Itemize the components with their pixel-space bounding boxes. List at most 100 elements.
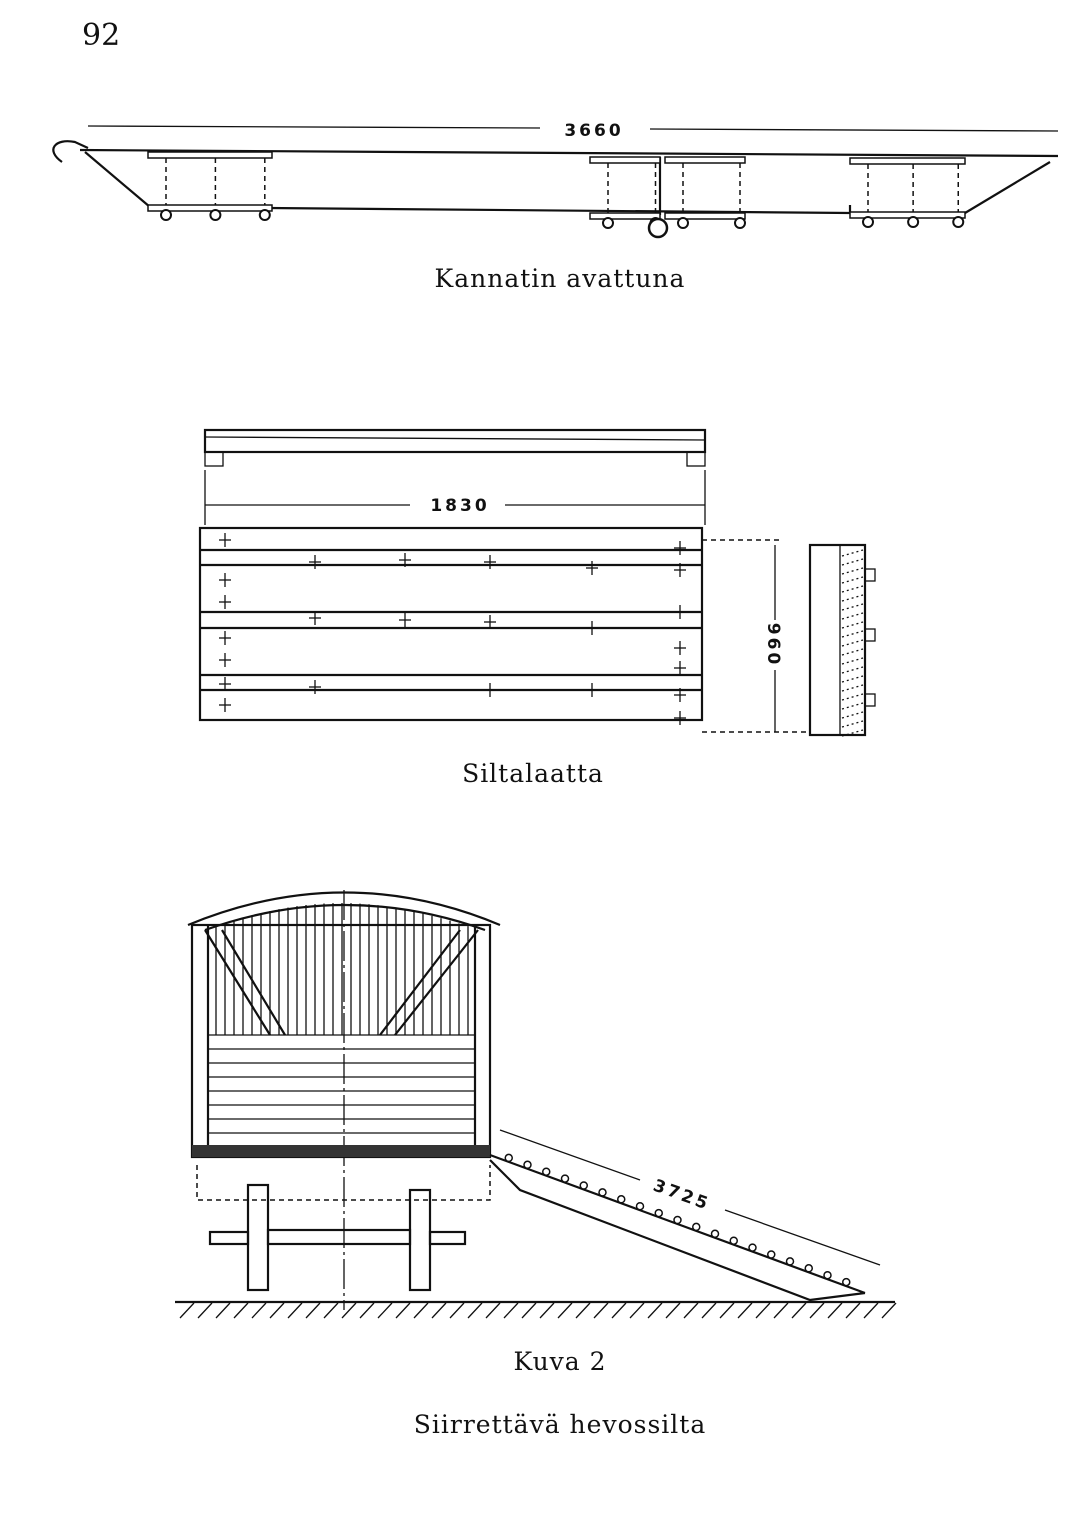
ramp-bolt-icon <box>729 1236 738 1245</box>
section-hatch <box>841 567 864 575</box>
hatched-plate <box>849 157 966 165</box>
ramp-bolt-icon <box>598 1188 607 1197</box>
hatched-plate <box>664 156 746 164</box>
ramp-bolt-icon <box>767 1250 776 1259</box>
hatched-plate <box>147 151 273 159</box>
ground-hatch <box>701 1302 717 1319</box>
bolt-head <box>864 628 876 642</box>
ramp-bolt-icon <box>504 1153 513 1163</box>
section-hatch <box>841 585 864 593</box>
section-hatch <box>841 684 864 692</box>
ramp-bolt-icon <box>560 1174 570 1183</box>
hinge-icon <box>647 217 669 239</box>
section-hatch <box>841 693 864 701</box>
bolt-head <box>864 568 876 582</box>
ground-hatch <box>359 1302 375 1319</box>
section-hatch <box>841 558 864 566</box>
ground-hatch <box>467 1302 483 1319</box>
ground-hatch <box>341 1302 357 1319</box>
ground-hatch <box>539 1302 555 1319</box>
section-hatch <box>841 594 864 602</box>
ground-hatch <box>557 1302 573 1319</box>
bolt-head <box>864 693 876 707</box>
bolt-icon <box>952 216 965 228</box>
ground-hatch <box>395 1302 411 1319</box>
ground-hatch <box>575 1302 591 1319</box>
section-hatch <box>841 603 864 611</box>
ramp-bolt-icon <box>542 1167 551 1176</box>
ground-hatch <box>305 1302 321 1319</box>
page-number: 92 <box>82 18 120 53</box>
section-hatch <box>841 675 864 683</box>
figure-beam-unfolded: 3660 <box>52 121 1059 239</box>
ramp-bolt-icon <box>654 1208 663 1218</box>
bolt-icon <box>907 216 920 228</box>
ground-hatch <box>593 1302 609 1319</box>
section-hatch <box>841 576 864 584</box>
ramp-bolt-icon <box>748 1243 757 1252</box>
ground-hatch <box>683 1302 699 1319</box>
ground-hatch <box>521 1302 537 1319</box>
ground-hatch <box>269 1302 285 1319</box>
bolt-icon <box>734 217 746 229</box>
ground-hatch <box>755 1302 771 1319</box>
section-hatch <box>841 639 864 647</box>
bolt-icon <box>862 216 874 228</box>
dimension-3660: 3660 <box>564 121 623 141</box>
ramp-bolt-icon <box>673 1215 682 1225</box>
bolt-icon <box>258 209 271 221</box>
section-hatch <box>841 720 864 728</box>
hatched-plate <box>589 156 661 164</box>
section-hatch <box>841 729 864 737</box>
hook <box>52 140 89 163</box>
ground-hatch <box>413 1302 429 1319</box>
bolt-icon <box>602 217 614 229</box>
ground-hatch <box>647 1302 663 1319</box>
bolt-icon <box>160 209 172 221</box>
ramp-bolt-icon <box>523 1160 532 1170</box>
ground-hatch <box>863 1302 879 1319</box>
ground-hatch <box>881 1302 897 1319</box>
dimension-1830: 1830 <box>430 496 489 516</box>
ground-hatch <box>485 1302 501 1319</box>
ground-hatch <box>287 1302 303 1319</box>
ramp-bolt-icon <box>635 1201 645 1211</box>
section-hatch <box>841 612 864 620</box>
section-hatch <box>841 648 864 656</box>
ground-hatch <box>215 1302 231 1319</box>
caption-siltalaatta: Siltalaatta <box>462 759 604 788</box>
ground-hatch <box>251 1302 267 1319</box>
ramp-bolt-icon <box>617 1195 626 1204</box>
section-hatch <box>841 702 864 710</box>
bolt-icon <box>209 209 222 221</box>
bolt-icon <box>677 217 689 229</box>
ground-hatch <box>773 1302 789 1319</box>
section-hatch <box>841 549 864 557</box>
figure-bridge-plate: 1830 960 <box>198 428 876 737</box>
section-hatch <box>841 657 864 665</box>
ground-hatch <box>449 1302 465 1319</box>
caption-kannatin: Kannatin avattuna <box>435 264 686 293</box>
ground-hatch <box>665 1302 681 1319</box>
hatched-plate <box>147 204 273 212</box>
figure-label-kuva-2: Kuva 2 <box>513 1347 606 1376</box>
ground-hatch <box>233 1302 249 1319</box>
ground-hatch <box>431 1302 447 1319</box>
ground-hatch <box>809 1302 825 1319</box>
ground-hatch <box>323 1302 339 1319</box>
ramp-bolt-icon <box>842 1277 851 1287</box>
hatched-plate <box>664 212 746 220</box>
ramp-bolt-icon <box>710 1229 720 1239</box>
ground-hatch <box>791 1302 807 1319</box>
ramp-bolt-icon <box>692 1222 701 1232</box>
ramp-bolt-icon <box>579 1181 588 1190</box>
section-hatch <box>841 666 864 674</box>
section-hatch <box>841 621 864 629</box>
ramp-bolt-icon <box>804 1264 813 1273</box>
ground-hatch <box>611 1302 627 1319</box>
caption-hevossilta: Siirrettävä hevossilta <box>414 1410 706 1439</box>
dimension-3725: 3725 <box>650 1176 713 1215</box>
ground-hatch <box>827 1302 843 1319</box>
section-hatch <box>841 630 864 638</box>
